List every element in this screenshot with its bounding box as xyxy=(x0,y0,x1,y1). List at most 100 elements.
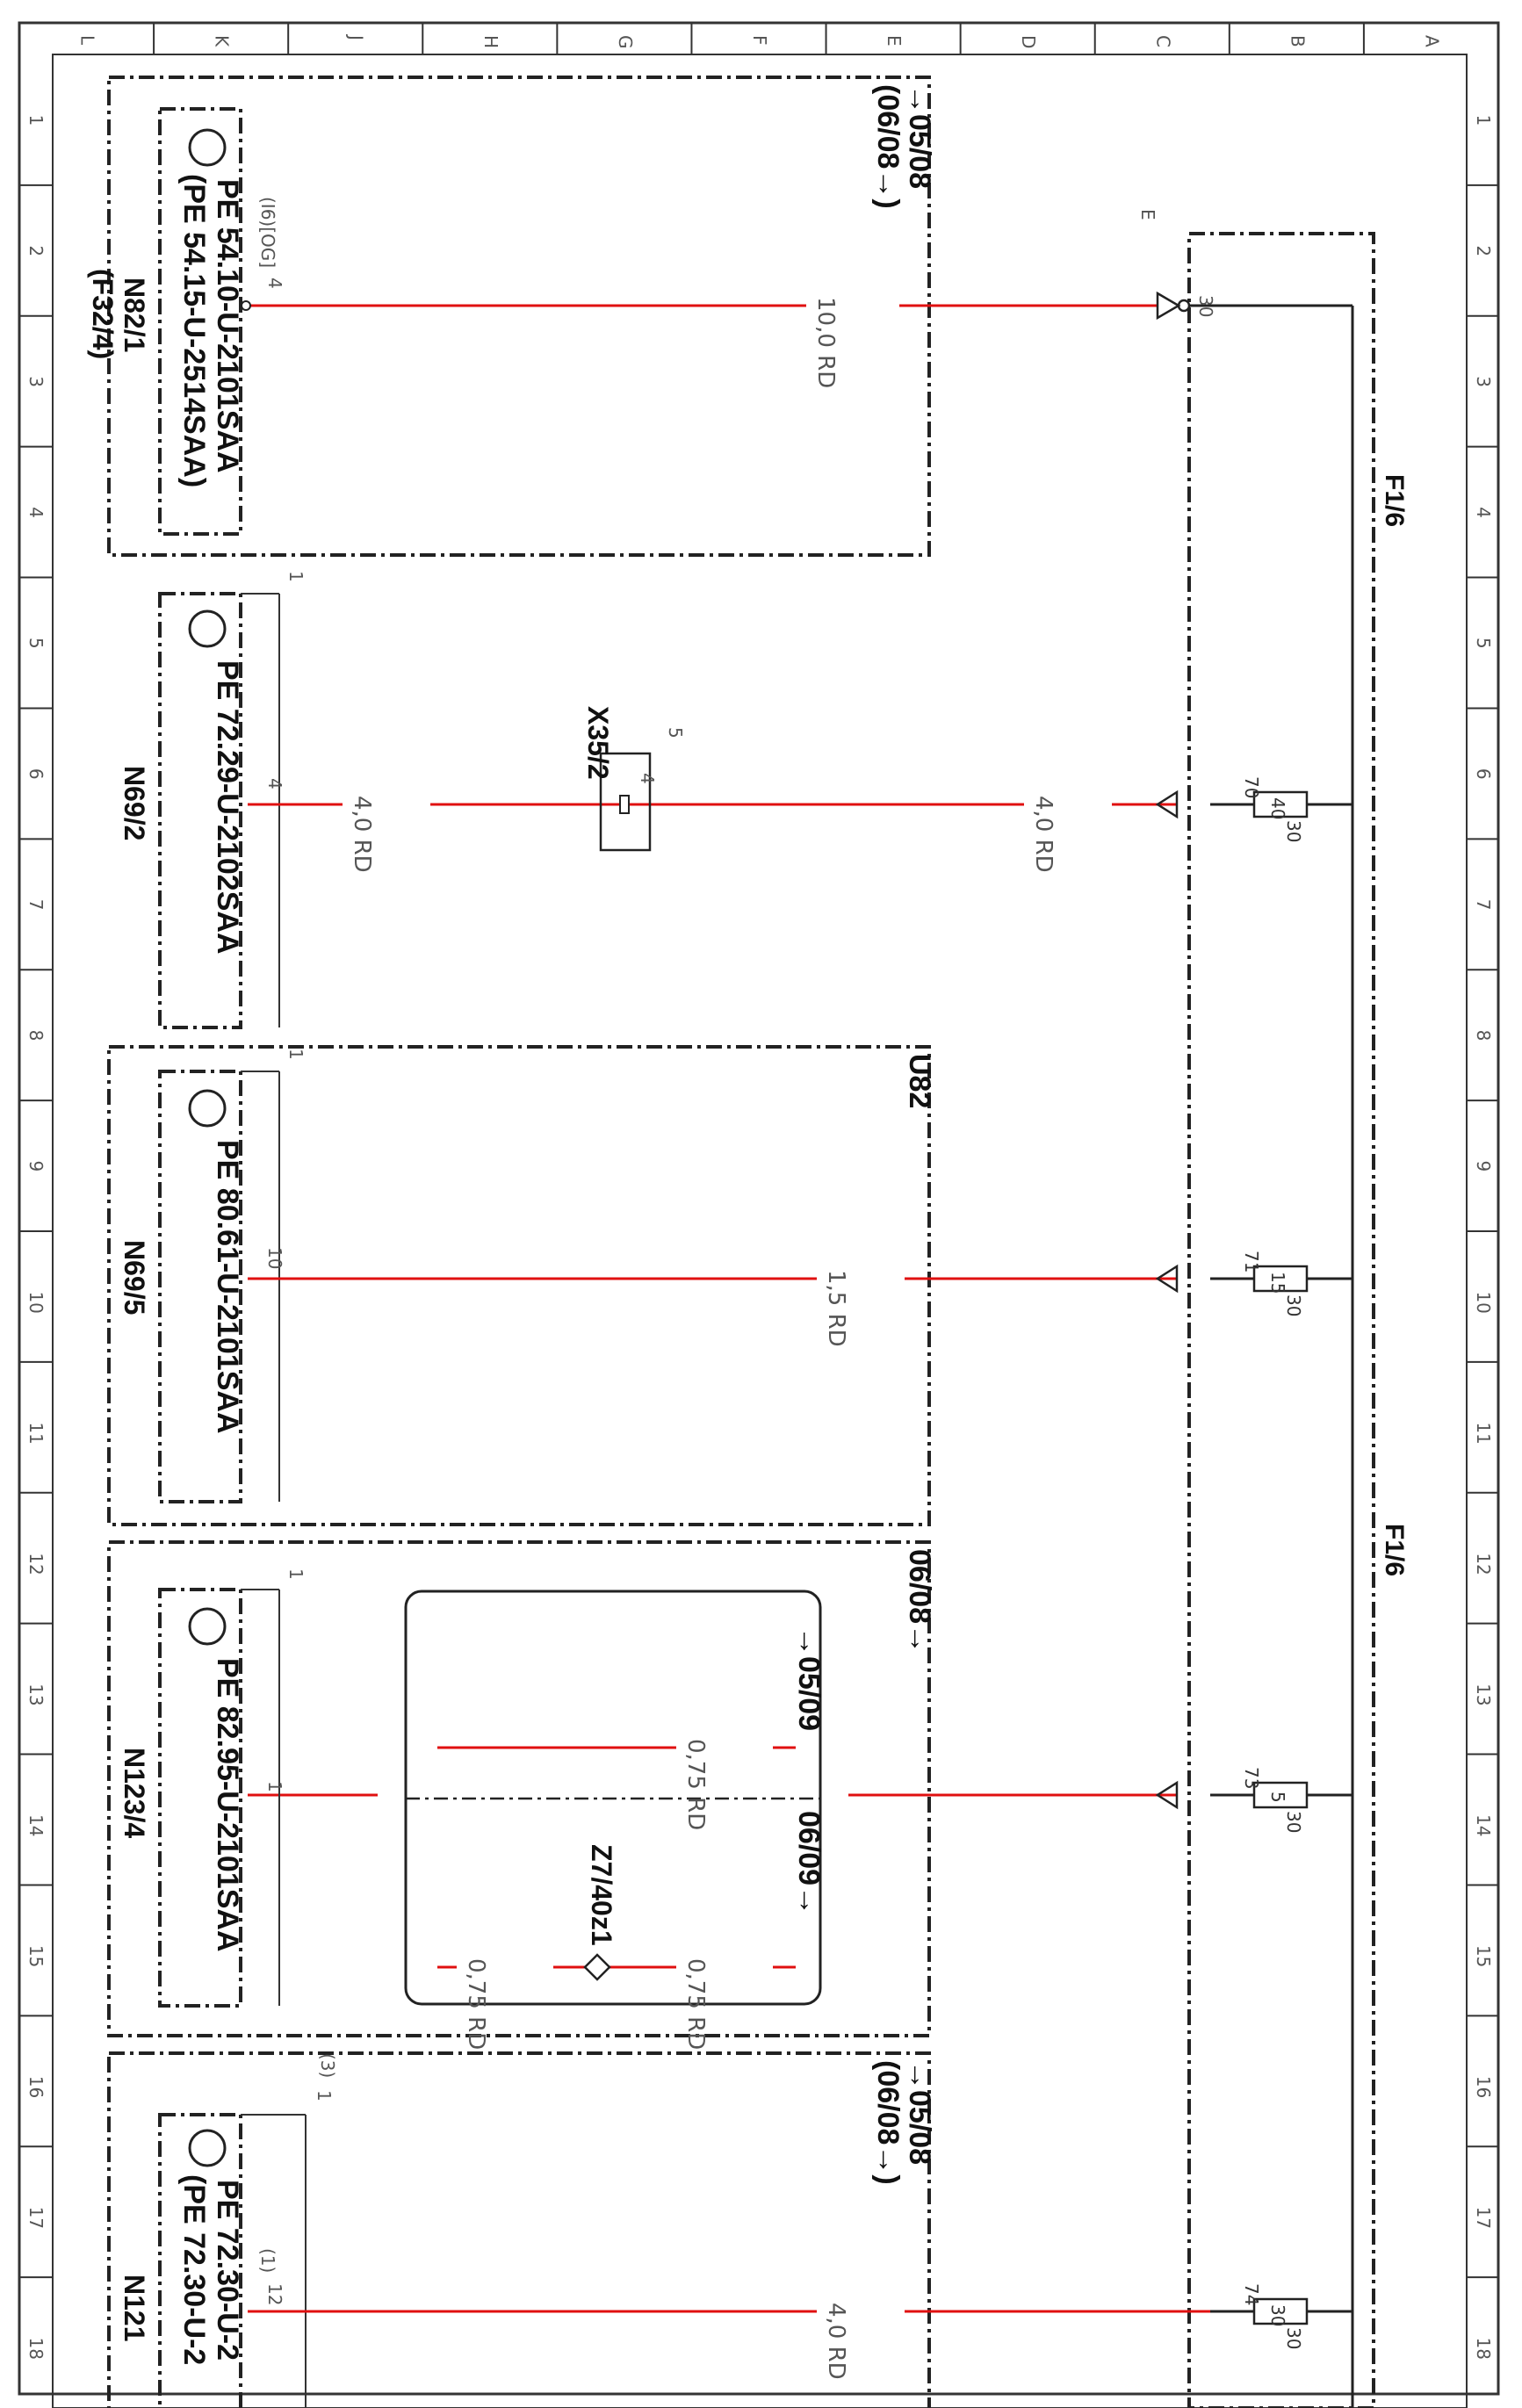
svg-text:0,75 RD: 0,75 RD xyxy=(682,1739,709,1830)
svg-text:(PE 72.30-U-2: (PE 72.30-U-2 xyxy=(177,2174,211,2365)
svg-text:→05/08: →05/08 xyxy=(903,2060,936,2165)
circuit-n121: →05/08 (06/08→) 1 (3) PE 72.30-U-2 (PE 7… xyxy=(107,2051,1210,2408)
grid-letter-D: D xyxy=(1018,35,1039,48)
grid-letter-E: E xyxy=(884,35,905,47)
circuit-n123-4: 06/08→ →05/09 06/09→ 0,75 RD 0,75 RD 0,7… xyxy=(107,1540,1179,2050)
grid-number-6: 6 xyxy=(25,768,47,780)
svg-text:06/09→: 06/09→ xyxy=(792,1811,826,1915)
svg-text:(1): (1) xyxy=(257,2248,278,2273)
grid-letter-L: L xyxy=(77,35,98,46)
svg-text:1,5 RD: 1,5 RD xyxy=(823,1270,849,1347)
grid-number-1: 1 xyxy=(25,114,47,126)
grid-number-2: 2 xyxy=(1473,245,1494,256)
grid-number-9: 9 xyxy=(1473,1161,1494,1172)
grid-letter-J: J xyxy=(346,33,367,40)
svg-text:1: 1 xyxy=(285,1568,307,1580)
svg-text:PE 72.30-U-2: PE 72.30-U-2 xyxy=(211,2180,244,2361)
grid-number-14: 14 xyxy=(25,1814,47,1836)
supply-box xyxy=(1187,232,1375,2408)
svg-text:(06/08→): (06/08→) xyxy=(871,2060,905,2185)
svg-text:Z7/40z1: Z7/40z1 xyxy=(586,1844,617,1946)
grid-number-10: 10 xyxy=(1473,1291,1494,1313)
circuit-n69-5: U82 1 PE 80.61-U-2101SAA N69/5 1,5 RD 10 xyxy=(107,1045,1179,1526)
svg-text:30: 30 xyxy=(1283,1294,1304,1316)
svg-text:N69/2: N69/2 xyxy=(119,766,150,840)
grid-number-8: 8 xyxy=(25,1030,47,1042)
grid-number-16: 16 xyxy=(1473,2076,1494,2098)
svg-text:PE 72.29-U-2102SAA: PE 72.29-U-2102SAA xyxy=(211,660,244,955)
grid-number-10: 10 xyxy=(25,1291,47,1313)
grid-letter-K: K xyxy=(212,35,233,47)
svg-text:4: 4 xyxy=(637,773,658,784)
svg-text:1: 1 xyxy=(314,2090,335,2102)
terminal-30-label: 30 xyxy=(1195,295,1216,317)
svg-text:PE 54.10-U-2101SAA: PE 54.10-U-2101SAA xyxy=(211,179,244,473)
grid-number-11: 11 xyxy=(1473,1422,1494,1444)
svg-text:30: 30 xyxy=(1283,820,1304,842)
grid-number-3: 3 xyxy=(25,376,47,387)
svg-text:1: 1 xyxy=(285,571,307,582)
grid-number-9: 9 xyxy=(25,1161,47,1172)
grid-number-16: 16 xyxy=(25,2076,47,2098)
svg-text:PE 80.61-U-2101SAA: PE 80.61-U-2101SAA xyxy=(211,1140,244,1434)
grid-number-18: 18 xyxy=(1473,2338,1494,2360)
svg-text:U82: U82 xyxy=(903,1054,936,1108)
fuse-70: 40 70 30 xyxy=(1210,776,1352,842)
grid-letter-A: A xyxy=(1421,35,1442,47)
grid-number-7: 7 xyxy=(25,899,47,911)
svg-text:74: 74 xyxy=(1241,2283,1262,2305)
grid-letter-F: F xyxy=(749,35,770,46)
svg-text:PE 82.95-U-2101SAA: PE 82.95-U-2101SAA xyxy=(211,1658,244,1952)
grid-letter-B: B xyxy=(1287,35,1308,47)
svg-text:30: 30 xyxy=(1283,2327,1304,2349)
grid-number-15: 15 xyxy=(1473,1945,1494,1967)
svg-text:N82/1: N82/1 xyxy=(119,278,150,352)
grid-number-7: 7 xyxy=(1473,899,1494,911)
svg-text:5: 5 xyxy=(665,727,686,739)
svg-text:→05/08: →05/08 xyxy=(903,84,936,189)
svg-text:4,0 RD: 4,0 RD xyxy=(823,2303,849,2380)
grid-number-6: 6 xyxy=(1473,768,1494,780)
svg-text:10: 10 xyxy=(264,1247,285,1269)
grid-number-5: 5 xyxy=(25,638,47,649)
fuse-73: 5 73 30 xyxy=(1210,1767,1352,1833)
svg-text:5: 5 xyxy=(1267,1792,1288,1803)
circuit-n69-2: 1 PE 72.29-U-2102SAA N69/2 4,0 RD 4,0 RD… xyxy=(119,571,1179,1029)
grid-letter-C: C xyxy=(1152,35,1173,47)
supply-label-top: F1/6 xyxy=(1380,474,1409,527)
grid-number-13: 13 xyxy=(25,1683,47,1705)
svg-text:1: 1 xyxy=(285,1049,307,1060)
grid-number-1: 1 xyxy=(1473,114,1494,126)
svg-text:(PE 54.15-U-2514SAA): (PE 54.15-U-2514SAA) xyxy=(177,174,211,487)
svg-text:40: 40 xyxy=(1267,797,1288,819)
grid-number-13: 13 xyxy=(1473,1683,1494,1705)
grid-number-17: 17 xyxy=(1473,2207,1494,2229)
svg-text:4: 4 xyxy=(264,778,285,789)
fuse-71: 15 71 30 xyxy=(1210,1251,1352,1316)
circuit-n82-1: →05/08 (06/08→) 10,0 RD 4 (I6)[OG] PE 54… xyxy=(87,76,1181,557)
svg-text:71: 71 xyxy=(1241,1251,1262,1272)
svg-text:70: 70 xyxy=(1241,776,1262,798)
svg-text:1: 1 xyxy=(264,1781,285,1792)
fuse-74: 30 74 30 xyxy=(1210,2283,1352,2349)
grid-number-2: 2 xyxy=(25,245,47,256)
grid-letter-G: G xyxy=(615,35,636,49)
svg-text:N121: N121 xyxy=(119,2275,150,2342)
svg-text:(06/08→): (06/08→) xyxy=(871,84,905,209)
grid-number-14: 14 xyxy=(1473,1814,1494,1836)
svg-text:0,75 RD: 0,75 RD xyxy=(463,1958,489,2050)
svg-text:(F32/4): (F32/4) xyxy=(87,269,119,359)
svg-text:15: 15 xyxy=(1267,1272,1288,1294)
svg-text:0,75 RD: 0,75 RD xyxy=(682,1958,709,2050)
svg-text:N69/5: N69/5 xyxy=(119,1240,150,1315)
grid-number-3: 3 xyxy=(1473,376,1494,387)
svg-text:X35/2: X35/2 xyxy=(582,706,614,780)
grid-number-17: 17 xyxy=(25,2207,47,2229)
grid-number-11: 11 xyxy=(25,1422,47,1444)
svg-text:30: 30 xyxy=(1283,1811,1304,1833)
grid-number-12: 12 xyxy=(25,1553,47,1575)
